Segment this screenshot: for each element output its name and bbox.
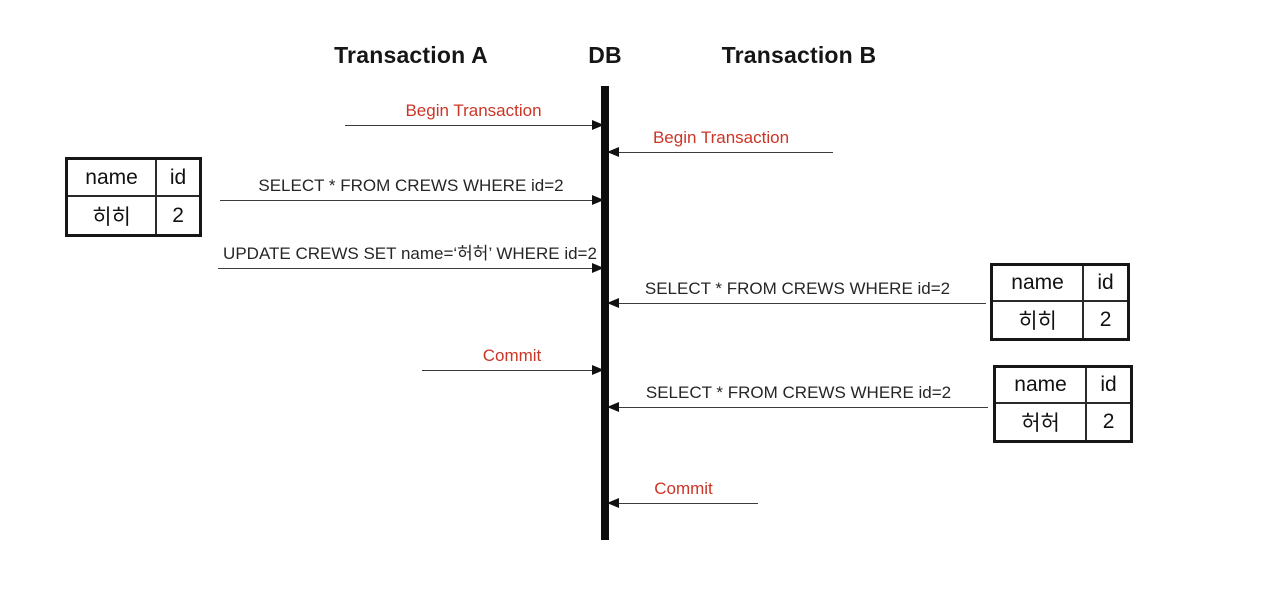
table-cell: 2 [1102,410,1115,433]
message-arrow-line [607,297,986,308]
message-begin-transaction-b: Begin Transaction [607,128,833,157]
lane-header-transaction-a: Transaction A [334,42,488,68]
table-header-cell: id [1087,368,1130,404]
table-cell: 허허 [996,404,1088,440]
message-arrow-line [218,262,604,273]
message-label: Commit [482,346,542,365]
table-header-cell: name [68,160,158,197]
message-commit-a: Commit [422,346,604,375]
table-header-cell: id [157,160,199,197]
table-cell: 2 [1099,308,1112,331]
table-header-cell: name [993,266,1085,302]
table-header-cell: id [1084,266,1127,302]
arrowhead-right-icon [592,194,604,205]
message-label: Begin Transaction [652,128,790,147]
table-cell: 히히 [68,197,158,234]
message-commit-b: Commit [607,479,758,508]
message-arrow-line [607,497,758,508]
result-table-b-1: name id 히히 2 [990,263,1130,341]
db-lifeline [601,86,609,540]
message-label: Commit [654,479,713,498]
table-header-cell: name [996,368,1088,404]
message-label: SELECT * FROM CREWS WHERE id=2 [645,383,952,402]
message-label: SELECT * FROM CREWS WHERE id=2 [258,176,564,195]
lane-header-transaction-b: Transaction B [721,42,877,68]
message-label: UPDATE CREWS SET name=‘허허’ WHERE id=2 [223,244,597,263]
message-arrow-line [345,119,604,130]
message-arrow-line [220,194,604,205]
arrowhead-left-icon [607,297,619,308]
table-cell: 2 [172,203,184,227]
arrowhead-left-icon [607,146,619,157]
arrowhead-right-icon [592,119,604,130]
message-label: SELECT * FROM CREWS WHERE id=2 [644,279,951,298]
arrowhead-left-icon [607,497,619,508]
message-arrow-line [607,146,833,157]
message-arrow-line [422,364,604,375]
arrowhead-right-icon [592,262,604,273]
message-select-b-1: SELECT * FROM CREWS WHERE id=2 [607,279,986,308]
message-begin-transaction-a: Begin Transaction [345,101,604,130]
result-table-a: name id 히히 2 [65,157,202,237]
message-label: Begin Transaction [405,101,542,120]
message-arrow-line [607,401,988,412]
table-cell: 히히 [993,302,1085,338]
lane-header-db: DB [588,42,622,68]
message-select-b-2: SELECT * FROM CREWS WHERE id=2 [607,383,988,412]
message-update-a: UPDATE CREWS SET name=‘허허’ WHERE id=2 [218,244,604,273]
message-select-a: SELECT * FROM CREWS WHERE id=2 [220,176,604,205]
arrowhead-right-icon [592,364,604,375]
result-table-b-2: name id 허허 2 [993,365,1133,443]
arrowhead-left-icon [607,401,619,412]
